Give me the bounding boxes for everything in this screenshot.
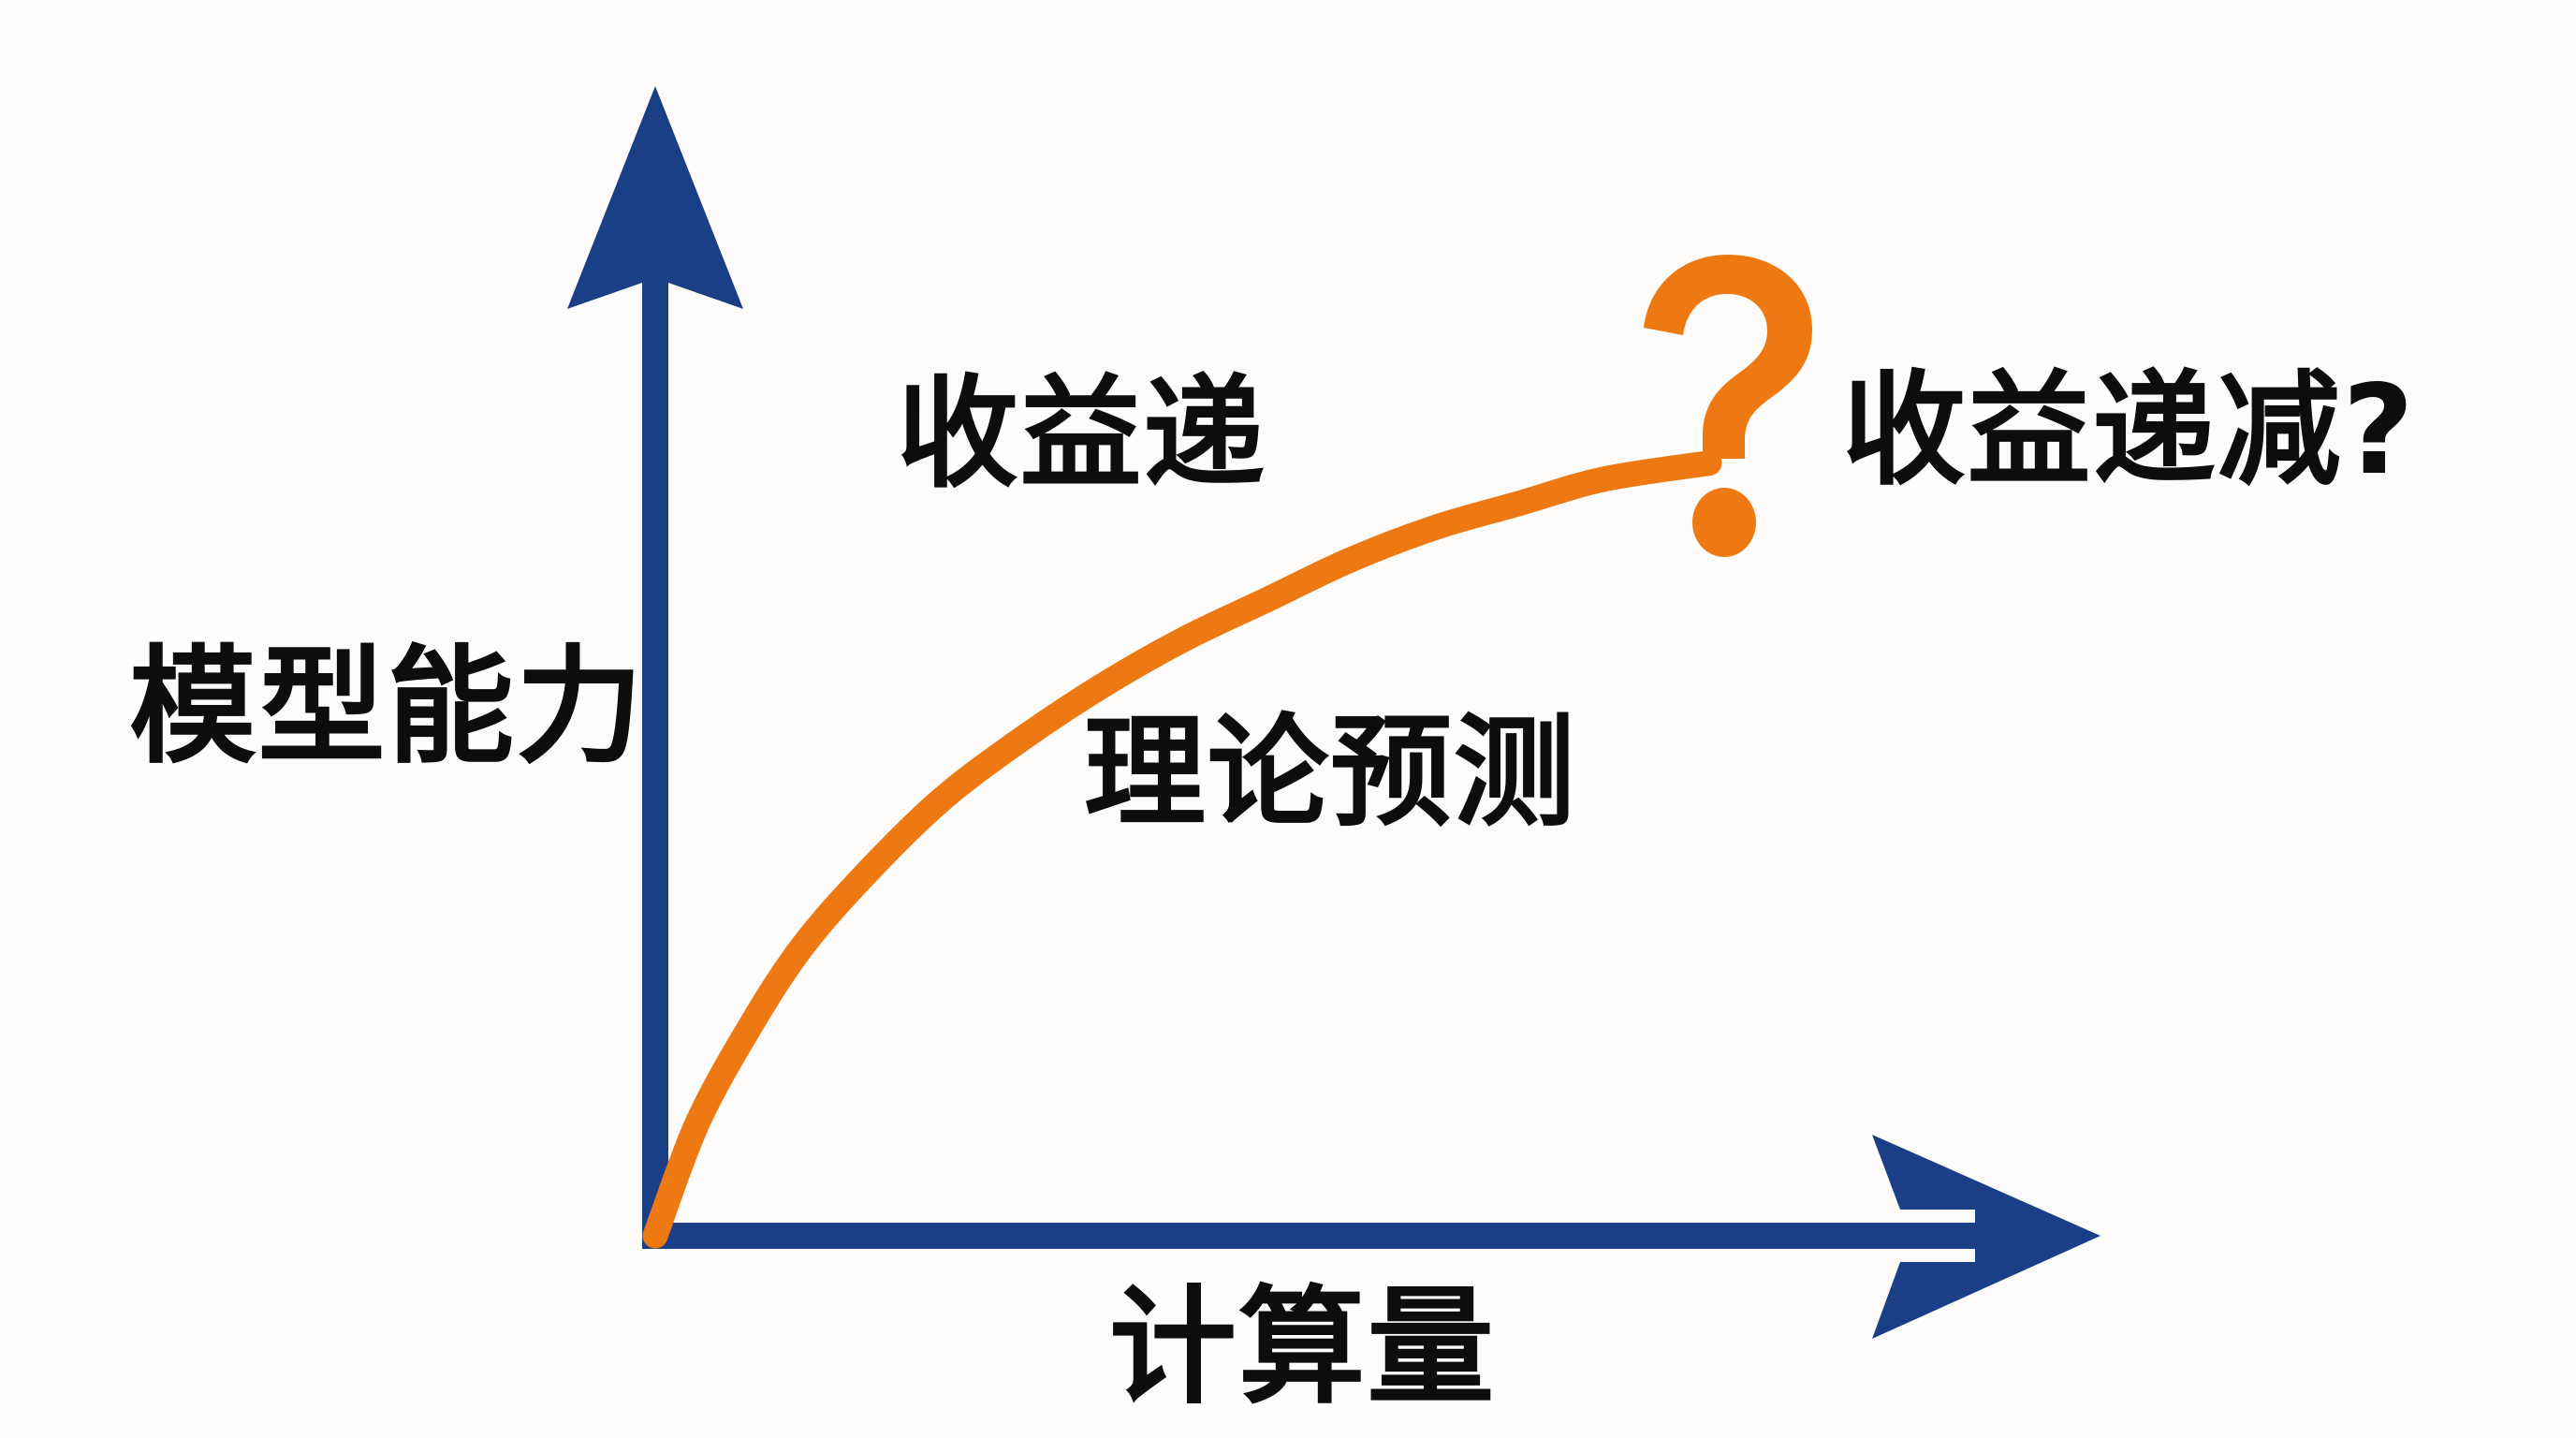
curve-annotation-mid: 理论预测 — [1084, 701, 1577, 844]
curve-annotation-right: 收益递减? — [1842, 359, 2416, 503]
question-mark-icon — [1644, 255, 1812, 557]
curve-annotation-left: 收益递 — [897, 362, 1266, 505]
x-axis-line — [642, 1223, 1988, 1249]
y-axis-line — [642, 183, 668, 1249]
arrow-right-icon — [1872, 1135, 2100, 1339]
theoretical-prediction-curve — [642, 450, 1722, 1249]
x-axis-label: 计算量 — [1109, 1274, 1496, 1422]
arrow-up-icon — [567, 86, 743, 309]
y-axis-label: 模型能力 — [129, 634, 645, 782]
